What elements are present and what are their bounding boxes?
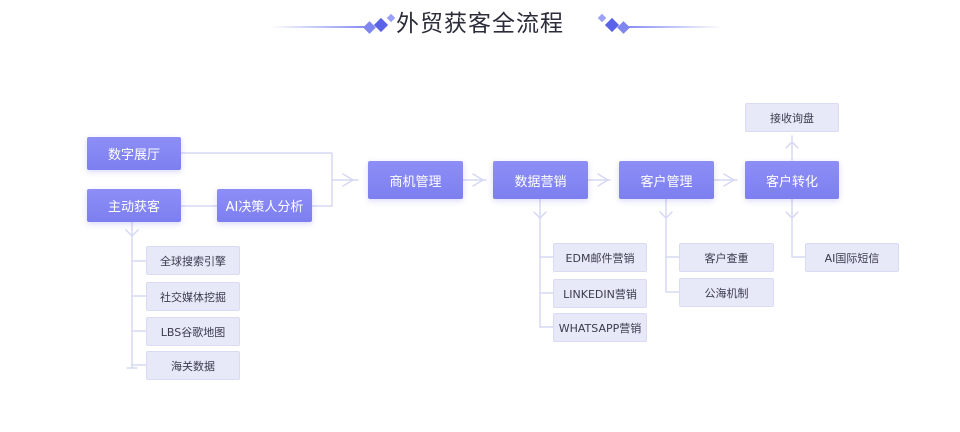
node-data-marketing: 数据营销 (493, 161, 588, 199)
arrow-convert-up (785, 141, 799, 149)
arrow-to-customer (597, 173, 609, 187)
sub-customs-data: 海关数据 (146, 351, 240, 380)
title-area: 外贸获客全流程 (0, 6, 960, 46)
node-digital-showroom: 数字展厅 (87, 137, 181, 170)
sub-global-search: 全球搜索引擎 (146, 246, 240, 275)
arrow-to-convert (723, 173, 735, 187)
sub-public-pool: 公海机制 (679, 278, 774, 307)
sub-receive-inquiry: 接收询盘 (745, 103, 839, 132)
sub-customer-dedup: 客户查重 (679, 243, 774, 272)
arrow-acquisition-down (125, 229, 139, 237)
diagram-title: 外贸获客全流程 (396, 11, 564, 37)
arrow-to-marketing (472, 173, 484, 187)
arrow-customer-down (659, 211, 673, 219)
connector-convert-down (791, 198, 806, 258)
connector-customer-trunk (665, 198, 680, 293)
node-customer-management: 客户管理 (619, 161, 714, 199)
arrow-to-opportunity (342, 173, 354, 187)
arrow-marketing-down (533, 211, 547, 219)
connector-acquisition-trunk (126, 221, 138, 369)
title-decoration-left (270, 13, 396, 34)
connector-acquisition-branches (131, 260, 147, 366)
sub-lbs-maps: LBS谷歌地图 (146, 317, 240, 346)
node-customer-conversion: 客户转化 (745, 161, 839, 199)
sub-ai-sms: AI国际短信 (805, 243, 899, 272)
sub-whatsapp-marketing: WHATSAPP营销 (553, 313, 647, 342)
title-decoration-right (597, 13, 723, 34)
node-active-acquisition: 主动获客 (87, 189, 181, 222)
arrow-convert-down (785, 211, 799, 219)
node-opportunity-management: 商机管理 (368, 161, 463, 199)
sub-social-media: 社交媒体挖掘 (146, 282, 240, 311)
node-ai-decision-analysis: AI决策人分析 (217, 189, 312, 222)
connector-marketing-branches (539, 256, 554, 328)
sub-linkedin-marketing: LINKEDIN营销 (553, 279, 647, 308)
sub-edm-marketing: EDM邮件营销 (553, 243, 647, 272)
